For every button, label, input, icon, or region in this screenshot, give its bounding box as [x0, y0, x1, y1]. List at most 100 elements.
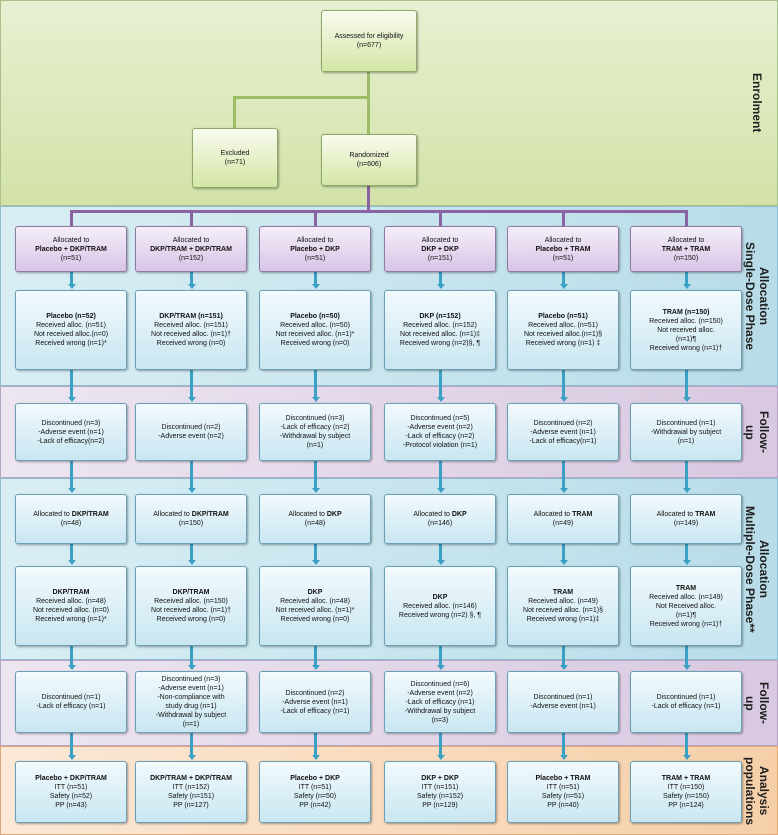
col6-analysis-box-line-2: ITT (n=150)	[667, 784, 705, 791]
arrow-col1-row5	[67, 560, 76, 565]
col6-recv1-box: TRAM (n=150)Received alloc. (n=150)Not r…	[630, 290, 742, 370]
arrow-col2-row6	[187, 665, 196, 670]
col4-analysis-box-line-4: PP (n=129)	[422, 802, 458, 809]
col1-recv2-box-line-2: Received alloc. (n=48)	[36, 598, 106, 605]
col2-recv1-box-line-1: DKP/TRAM (n=151)	[159, 313, 223, 320]
alloc2-arm: TRAM	[572, 511, 593, 518]
band-label-text: Enrolment	[750, 73, 764, 133]
col6-fu1-box-line-2: -Withdrawal by subject	[650, 428, 722, 436]
col2-alloc1-box-line-1: Allocated to	[172, 236, 210, 244]
col2-analysis-box-line-3: Safety (n=151)	[167, 793, 215, 800]
connector-allocation-drop-4	[439, 210, 442, 226]
arrow-col5-row7	[559, 755, 568, 760]
connector-col1-row3	[70, 461, 73, 489]
col1-alloc2-box-line-1: Allocated to DKP/TRAM	[19, 510, 123, 519]
excluded-box-line-1: Excluded	[220, 150, 250, 157]
col2-recv1-box-line-3: Not received alloc. (n=1)†	[151, 331, 231, 338]
col2-fu2-box-line-5: -Withdrawal by subject	[155, 712, 227, 719]
col4-recv1-box-line-1: DKP (n=152)	[419, 313, 461, 320]
col3-analysis-box-line-3: Safety (n=50)	[293, 793, 337, 800]
col1-fu1-box-line-1: Discontinued (n=3)	[41, 419, 101, 427]
col1-recv2-box-line-4: Received wrong (n=1)*	[35, 616, 107, 623]
col3-recv1-box-line-3: Not received alloc. (n=1)*	[275, 331, 355, 338]
col4-recv1-box-line-4: Received wrong (n=2)§, ¶	[399, 340, 481, 347]
col1-fu2-box: Discontinued (n=1)-Lack of efficacy (n=1…	[15, 671, 127, 733]
col3-fu1-box-line-2: -Lack of efficacy (n=2)	[280, 424, 350, 431]
col3-analysis-box-line-2: ITT (n=51)	[298, 784, 332, 791]
col6-alloc1-box-line-1: Allocated to	[667, 236, 705, 244]
alloc2-arm: DKP/TRAM	[71, 511, 109, 518]
band-label-text: Allocation Multiple-Dose Phase**	[743, 505, 771, 633]
col1-fu1-box: Discontinued (n=3)-Adverse event (n=1)-L…	[15, 403, 127, 461]
col4-alloc2-box-line-2: (n=146)	[427, 520, 453, 527]
connector-col5-row4	[562, 544, 565, 561]
connector-col2-row4	[190, 544, 193, 561]
connector-allocation-bar	[70, 210, 688, 213]
band-label-text: Analysis populations	[743, 756, 771, 825]
col5-fu1-box-line-2: -Adverse event (n=1)	[530, 428, 596, 436]
alloc2-prefix: Allocated to	[288, 511, 327, 518]
band-label-text: Follow- up	[743, 682, 771, 724]
col6-analysis-box-line-1: TRAM + TRAM	[661, 775, 711, 782]
connector-col5-row5	[562, 646, 565, 666]
connector-col2-row1	[190, 272, 193, 285]
col3-alloc1-box-line-2: Placebo + DKP	[290, 245, 340, 253]
randomized-box-line-1: Randomized	[349, 152, 389, 159]
col5-recv2-box-line-4: Received wrong (n=1)‡	[526, 616, 600, 623]
band-label-text: Allocation Single-Dose Phase	[743, 241, 771, 351]
col5-recv2-box-line-1: TRAM	[552, 589, 574, 596]
col5-analysis-box-line-2: ITT (n=51)	[546, 784, 580, 791]
col4-alloc2-box-line-1: Allocated to DKP	[388, 510, 492, 519]
col6-recv1-box-line-1: TRAM (n=150)	[662, 308, 710, 316]
col2-alloc2-box-line-2: (n=150)	[178, 520, 204, 527]
col3-alloc2-box-line-2: (n=48)	[304, 520, 326, 527]
connector-col5-row2	[562, 370, 565, 398]
col5-fu2-box-line-2: -Adverse event (n=1)	[530, 703, 596, 710]
col2-fu1-box-line-1: Discontinued (n=2)	[161, 424, 221, 431]
col4-fu2-box-line-3: -Lack of efficacy (n=1)	[405, 698, 475, 706]
arrow-col4-row2	[436, 284, 445, 289]
alloc2-prefix: Allocated to	[33, 511, 72, 518]
col4-analysis-box-line-1: DKP + DKP	[421, 775, 459, 782]
col6-recv1-box-line-5: Received wrong (n=1)†	[649, 344, 723, 352]
col6-alloc2-box-line-1: Allocated to TRAM	[634, 510, 738, 519]
arrow-col1-row4	[67, 488, 76, 493]
excluded-box: Excluded(n=71)	[192, 128, 278, 188]
col2-analysis-box-line-2: ITT (n=152)	[172, 784, 210, 791]
band-label-analysis: Analysis populations	[739, 747, 775, 834]
arrow-col1-row2	[67, 284, 76, 289]
randomized-box-line-2: (n=606)	[356, 161, 382, 168]
col4-alloc1-box-line-2: DKP + DKP	[421, 245, 459, 253]
arrow-col5-row2	[559, 284, 568, 289]
col4-fu2-box-line-5: (n=3)	[431, 716, 449, 724]
arrow-col6-row7	[682, 755, 691, 760]
col5-alloc1-box-line-3: (n=51)	[552, 254, 574, 262]
connector-col3-row2	[314, 370, 317, 398]
col4-recv1-box: DKP (n=152)Received alloc. (n=152)Not re…	[384, 290, 496, 370]
col5-recv1-box-line-1: Placebo (n=51)	[538, 313, 588, 320]
connector-allocation-drop-2	[190, 210, 193, 226]
connector-col6-row1	[685, 272, 688, 285]
col6-alloc2-box-line-2: (n=149)	[673, 520, 699, 527]
connector-col6-row4	[685, 544, 688, 561]
col6-fu2-box-line-2: -Lack of efficacy (n=1)	[651, 703, 721, 710]
band-label-followup2: Follow- up	[739, 661, 775, 745]
connector-col4-row6	[439, 733, 442, 756]
col6-recv1-box-line-2: Received alloc. (n=150)	[649, 317, 723, 325]
col6-analysis-box-line-4: PP (n=124)	[668, 802, 704, 809]
col3-recv1-box: Placebo (n=50)Received alloc. (n=50)Not …	[259, 290, 371, 370]
arrow-col5-row3	[559, 397, 568, 402]
col1-analysis-box-line-1: Placebo + DKP/TRAM	[35, 775, 107, 782]
connector-allocation-drop-6	[685, 210, 688, 226]
col3-recv1-box-line-2: Received alloc. (n=50)	[280, 322, 350, 329]
arrow-col3-row6	[311, 665, 320, 670]
col5-fu1-box: Discontinued (n=2)-Adverse event (n=1)-L…	[507, 403, 619, 461]
arrow-col4-row7	[436, 755, 445, 760]
connector-allocation-drop-3	[314, 210, 317, 226]
